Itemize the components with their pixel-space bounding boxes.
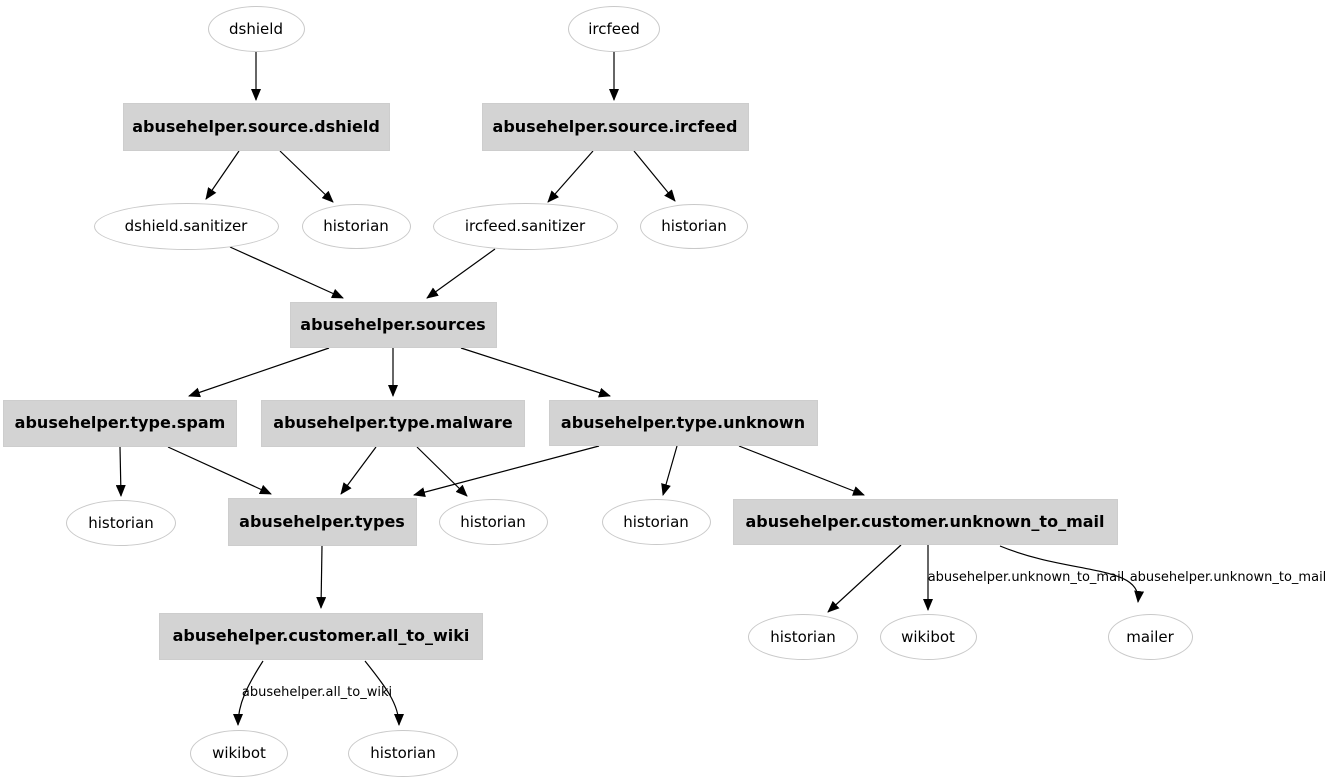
edge-label-0: abusehelper.unknown_to_mail xyxy=(927,570,1125,585)
node-historian-unknown-to-mail: historian xyxy=(748,614,858,660)
edge-ircfeed-sanitizer-to-sources xyxy=(426,248,496,299)
node-customer-all-to-wiki: abusehelper.customer.all_to_wiki xyxy=(159,612,483,660)
node-dshield: dshield xyxy=(207,6,305,52)
node-type-spam: abusehelper.type.spam xyxy=(3,399,237,447)
edge-customer-all-to-wiki-to-wikibot-all-to-wiki xyxy=(233,660,264,726)
node-mailer: mailer xyxy=(1107,614,1193,660)
edge-sources-to-type-unknown xyxy=(460,347,611,398)
edge-label-1: abusehelper.unknown_to_mail xyxy=(1129,570,1327,585)
node-sources: abusehelper.sources xyxy=(289,302,497,348)
edge-label-2: abusehelper.all_to_wiki xyxy=(241,685,393,700)
node-source-ircfeed: abusehelper.source.ircfeed xyxy=(481,103,749,151)
node-historian-spam: historian xyxy=(66,500,176,546)
node-historian-source-dshield: historian xyxy=(301,203,411,249)
node-customer-unknown-to-mail: abusehelper.customer.unknown_to_mail xyxy=(732,499,1118,545)
node-historian-unknown: historian xyxy=(601,499,711,545)
edge-type-malware-to-types xyxy=(340,446,377,495)
edge-customer-all-to-wiki-to-historian-all-to-wiki xyxy=(364,660,404,726)
edge-sources-to-type-spam xyxy=(188,347,330,398)
node-ircfeed-sanitizer: ircfeed.sanitizer xyxy=(432,202,618,250)
edge-type-malware-to-historian-malware xyxy=(416,446,468,497)
node-ircfeed: ircfeed xyxy=(568,6,660,52)
node-historian-all-to-wiki: historian xyxy=(348,729,458,777)
edge-type-unknown-to-customer-unknown-to-mail xyxy=(738,445,865,496)
node-source-dshield: abusehelper.source.dshield xyxy=(122,103,390,151)
node-type-unknown: abusehelper.type.unknown xyxy=(548,400,818,446)
node-historian-source-ircfeed: historian xyxy=(640,203,748,249)
edge-source-dshield-to-dshield-sanitizer xyxy=(205,150,240,200)
node-types: abusehelper.types xyxy=(227,498,417,546)
edge-source-dshield-to-historian-source-dshield xyxy=(279,150,334,203)
edge-source-ircfeed-to-ircfeed-sanitizer xyxy=(547,150,594,203)
edge-source-ircfeed-to-historian-source-ircfeed xyxy=(633,150,676,202)
edge-type-unknown-to-historian-unknown xyxy=(661,445,678,496)
node-wikibot-unknown-to-mail: wikibot xyxy=(879,614,977,660)
edges-group xyxy=(115,52,1145,726)
edge-type-spam-to-types xyxy=(167,446,272,495)
node-historian-malware: historian xyxy=(438,499,548,545)
node-type-malware: abusehelper.type.malware xyxy=(261,399,525,447)
node-wikibot-all-to-wiki: wikibot xyxy=(190,729,288,777)
edge-dshield-sanitizer-to-sources xyxy=(229,246,344,299)
edge-type-spam-to-historian-spam xyxy=(115,446,126,497)
edge-type-unknown-to-types xyxy=(413,445,600,498)
edge-types-to-customer-all-to-wiki xyxy=(316,545,327,609)
edge-customer-unknown-to-mail-to-historian-unknown-to-mail xyxy=(827,544,902,613)
node-dshield-sanitizer: dshield.sanitizer xyxy=(93,202,279,250)
edge-customer-unknown-to-mail-to-mailer xyxy=(999,545,1145,603)
